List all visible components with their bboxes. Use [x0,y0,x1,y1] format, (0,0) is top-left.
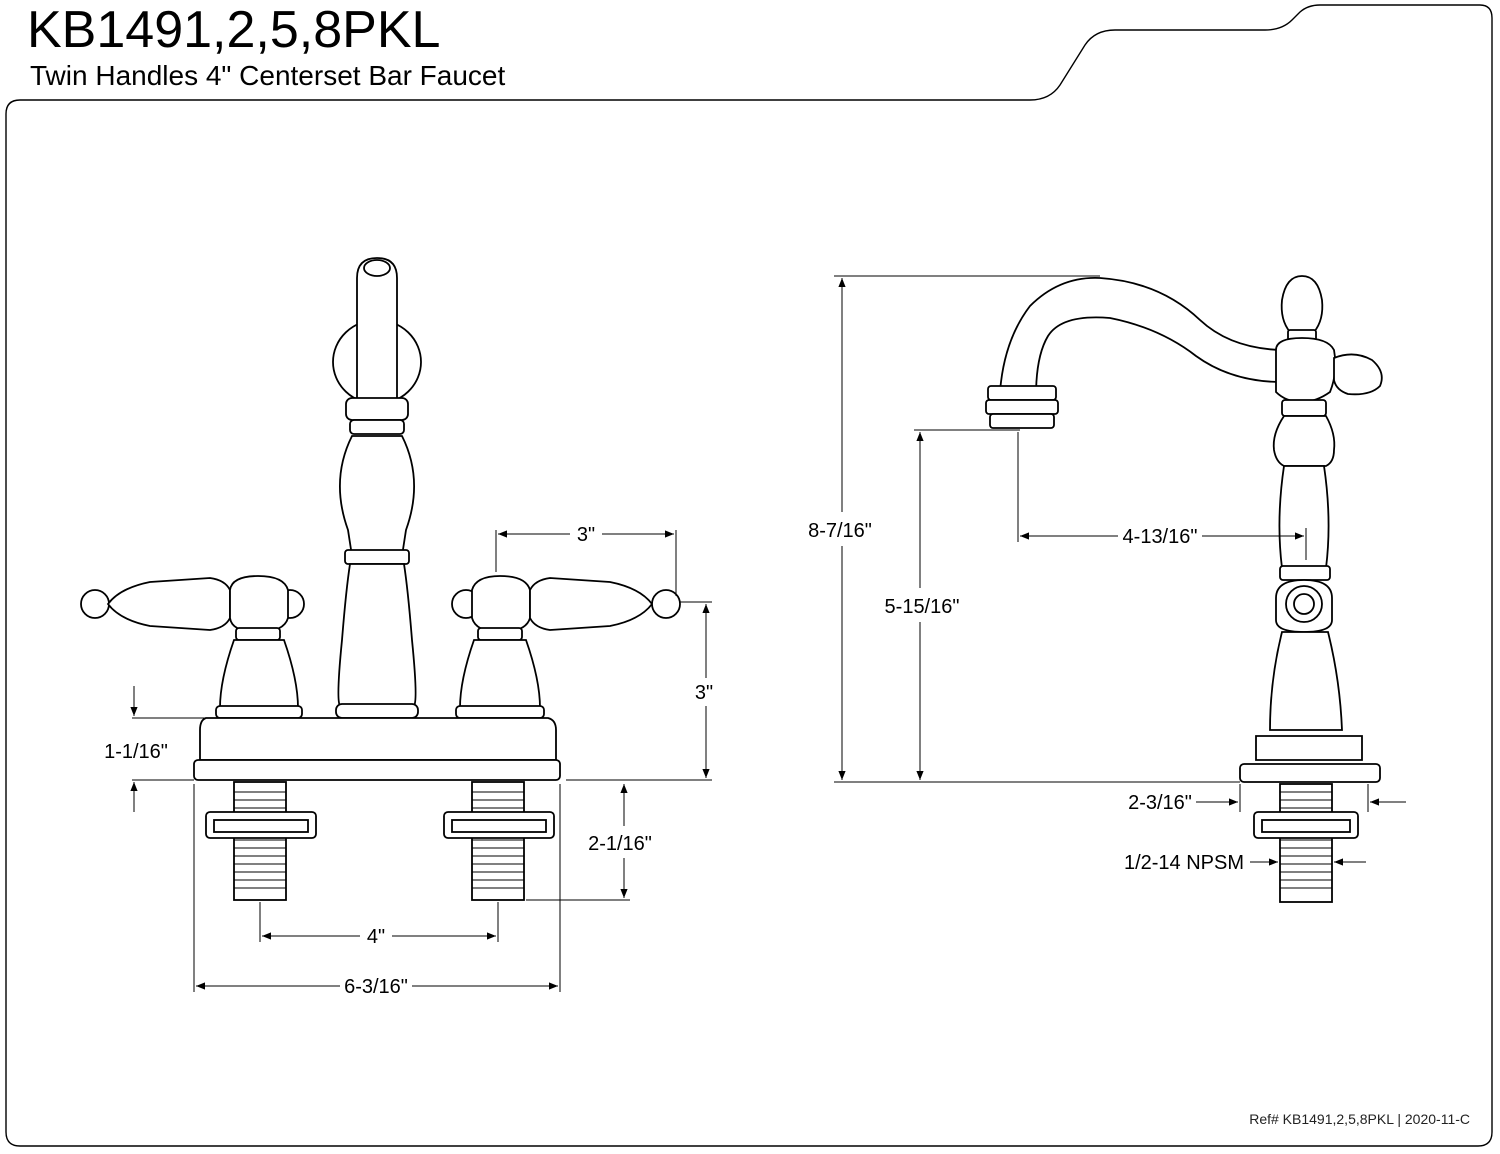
dim-handle-spread: 3" [577,524,595,546]
dim-centers: 4" [367,926,385,948]
dim-base-height: 1-1/16" [104,741,168,763]
dim-spout-reach: 4-13/16" [1123,526,1198,548]
dim-base-diameter: 2-3/16" [1128,792,1192,814]
dim-thread-size: 1/2-14 NPSM [1124,852,1244,874]
front-view-faucet [80,257,681,901]
model-title: KB1491,2,5,8PKL [27,1,441,59]
front-view-dimensions [130,530,712,992]
drawing-frame [5,4,1493,1147]
dim-handle-height: 3" [695,682,713,704]
side-view-faucet [985,275,1383,903]
side-view-dimensions [834,275,1406,866]
dim-overall-width: 6-3/16" [344,976,408,998]
dim-shank-length: 2-1/16" [588,833,652,855]
product-description: Twin Handles 4" Centerset Bar Faucet [30,60,506,91]
dim-overall-height: 8-7/16" [808,520,872,542]
dim-spout-height: 5-15/16" [885,596,960,618]
reference-number: Ref# KB1491,2,5,8PKL | 2020-11-C [1249,1111,1470,1127]
